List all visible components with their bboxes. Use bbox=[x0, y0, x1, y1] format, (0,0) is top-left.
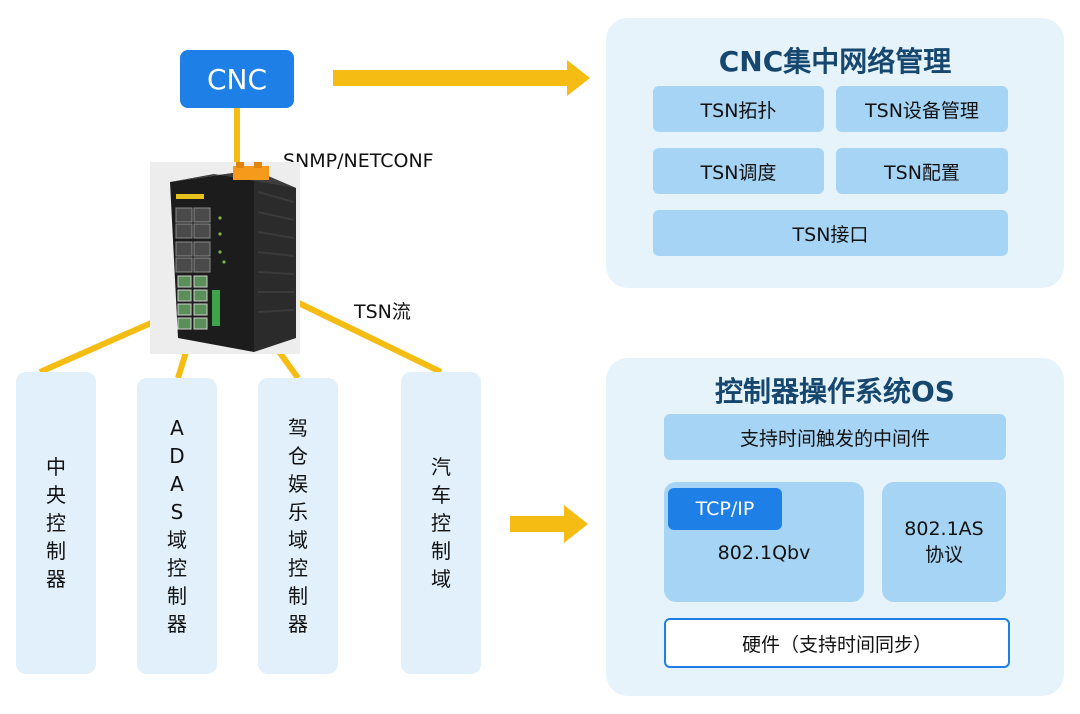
controller-char: 车 bbox=[431, 483, 451, 507]
hardware-box: 硬件（支持时间同步） bbox=[664, 618, 1010, 668]
controller-char: 控 bbox=[431, 511, 451, 535]
controller-char: 器 bbox=[288, 612, 308, 636]
controller-char: 制 bbox=[288, 584, 308, 608]
controller-char: 制 bbox=[167, 584, 187, 608]
controller-central: 中 央 控 制 器 bbox=[16, 372, 96, 674]
controller-char: 控 bbox=[167, 556, 187, 580]
controller-os-panel: 控制器操作系统OS 支持时间触发的中间件 802.1Qbv TCP/IP 802… bbox=[606, 358, 1064, 696]
tsn-flow-label: TSN流 bbox=[354, 301, 411, 323]
controller-char: D bbox=[169, 444, 185, 468]
controller-char: 乐 bbox=[288, 500, 308, 524]
controller-char: 域 bbox=[288, 528, 308, 552]
controller-char: 娱 bbox=[288, 472, 308, 496]
controller-char: 域 bbox=[167, 528, 187, 552]
tcpip-box: TCP/IP bbox=[668, 488, 782, 530]
controller-char: 域 bbox=[431, 567, 451, 591]
controller-char: 制 bbox=[46, 539, 66, 563]
tsn-device-management-box: TSN设备管理 bbox=[836, 86, 1008, 132]
controller-adas: A D A S 域 控 制 器 bbox=[137, 378, 217, 674]
controller-char: 央 bbox=[46, 483, 66, 507]
controller-char: 汽 bbox=[431, 455, 451, 479]
controller-char: 驾 bbox=[288, 416, 308, 440]
802-1as-label: 802.1AS bbox=[904, 517, 984, 540]
protocol-label: 协议 bbox=[924, 543, 963, 566]
controller-char: 器 bbox=[46, 567, 66, 591]
controller-char: 中 bbox=[46, 455, 66, 479]
controller-char: A bbox=[170, 416, 184, 440]
switch-to-vehicle-line bbox=[274, 289, 443, 375]
cnc-panel-title: CNC集中网络管理 bbox=[718, 45, 952, 78]
top-arrow bbox=[333, 60, 590, 96]
os-panel-title: 控制器操作系统OS bbox=[715, 375, 955, 408]
snmp-label: SNMP/NETCONF bbox=[283, 150, 434, 172]
controller-cockpit: 驾 仓 娱 乐 域 控 制 器 bbox=[258, 378, 338, 674]
controller-vehicle: 汽 车 控 制 域 bbox=[401, 372, 481, 674]
tsn-configuration-box: TSN配置 bbox=[836, 148, 1008, 194]
802-1as-box: 802.1AS 协议 bbox=[882, 482, 1006, 602]
controller-char: 仓 bbox=[288, 444, 308, 468]
cnc-management-panel: CNC集中网络管理 TSN拓扑 TSN设备管理 TSN调度 TSN配置 TSN接… bbox=[606, 18, 1064, 288]
middleware-box: 支持时间触发的中间件 bbox=[664, 414, 1006, 460]
cnc-label: CNC bbox=[206, 62, 268, 96]
bottom-arrow bbox=[510, 505, 588, 543]
tsn-switch-icon bbox=[150, 162, 300, 354]
cnc-node: CNC bbox=[180, 50, 294, 108]
tsn-scheduling-box: TSN调度 bbox=[653, 148, 824, 194]
tsn-topology-box: TSN拓扑 bbox=[653, 86, 824, 132]
qbv-label: 802.1Qbv bbox=[717, 542, 811, 564]
controller-char: 制 bbox=[431, 539, 451, 563]
controller-char: 控 bbox=[46, 511, 66, 535]
controller-char: 控 bbox=[288, 556, 308, 580]
controller-char: A bbox=[170, 472, 184, 496]
tsn-interface-box: TSN接口 bbox=[653, 210, 1008, 256]
controller-char: S bbox=[170, 500, 184, 524]
controller-char: 器 bbox=[167, 612, 187, 636]
